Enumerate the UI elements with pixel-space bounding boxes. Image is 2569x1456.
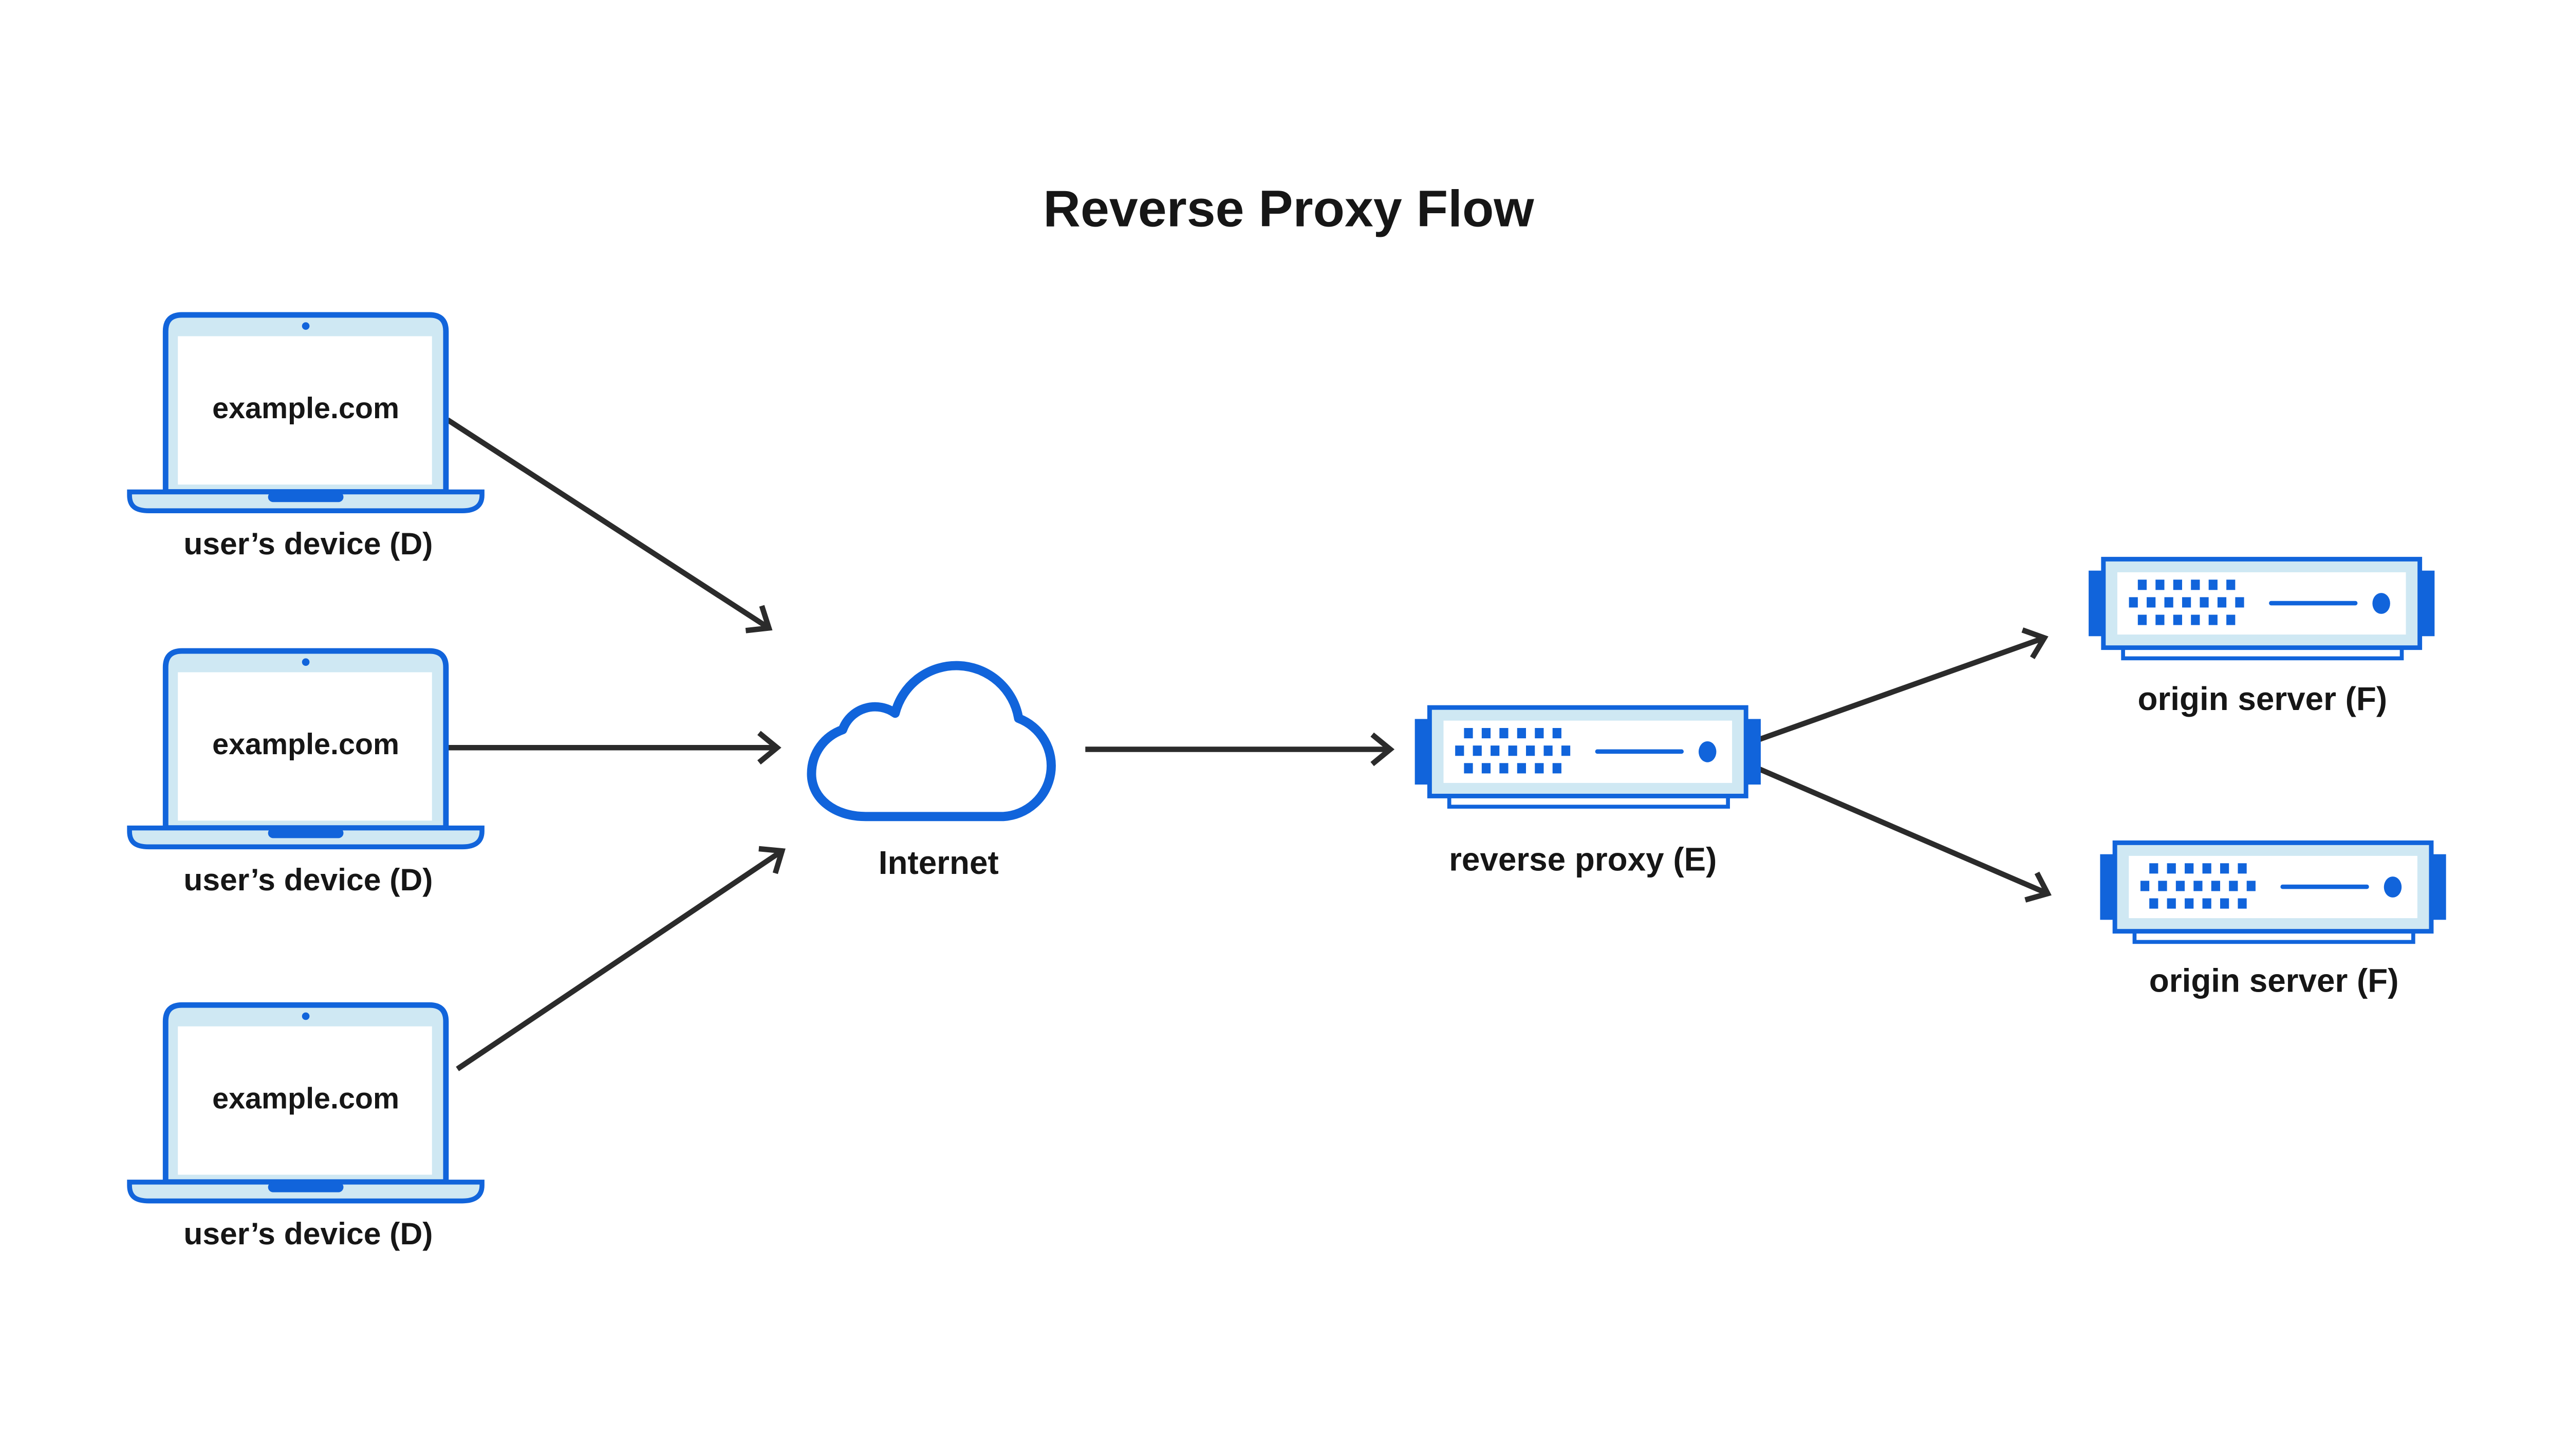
server-icon — [1414, 705, 1761, 809]
server-slot-line — [1595, 749, 1684, 754]
server-slot-line — [2280, 884, 2369, 889]
laptop-camera-dot — [302, 658, 310, 666]
origin-server-caption: origin server (F) — [2149, 962, 2399, 999]
arrow-device3-to-internet — [456, 846, 786, 1072]
laptop-icon — [127, 312, 485, 514]
device-screen-url: example.com — [212, 392, 399, 425]
internet-node: Internet — [807, 661, 1056, 881]
origin-server-2: origin server (F) — [2100, 840, 2446, 999]
arrow-device1-to-internet — [446, 417, 773, 633]
device-caption: user’s device (D) — [183, 862, 433, 897]
user-device-2: example.com user’s device (D) — [127, 648, 485, 897]
arrow-proxy-to-origin1 — [1758, 627, 2049, 742]
internet-caption: Internet — [879, 844, 999, 881]
device-screen-url: example.com — [212, 728, 399, 761]
origin-server-caption: origin server (F) — [2137, 680, 2387, 717]
reverse-proxy-caption: reverse proxy (E) — [1449, 841, 1717, 878]
laptop-camera-dot — [302, 1012, 310, 1020]
arrow-proxy-to-origin2 — [1758, 766, 2052, 903]
laptop-hinge-notch — [268, 828, 344, 838]
user-device-1: example.com user’s device (D) — [127, 312, 485, 561]
device-caption: user’s device (D) — [183, 1216, 433, 1251]
laptop-screen — [178, 336, 432, 485]
cloud-icon — [807, 661, 1056, 822]
server-power-light — [2372, 593, 2390, 614]
laptop-hinge-notch — [268, 1182, 344, 1192]
device-screen-url: example.com — [212, 1082, 399, 1115]
laptop-screen — [178, 1026, 432, 1175]
reverse-proxy-node: reverse proxy (E) — [1414, 705, 1761, 878]
server-icon — [2100, 840, 2446, 944]
server-vent-dots — [1455, 728, 1571, 774]
user-device-3: example.com user’s device (D) — [127, 1002, 485, 1251]
server-icon — [2089, 556, 2435, 661]
server-power-light — [2384, 876, 2402, 898]
server-slot-line — [2269, 601, 2358, 606]
device-caption: user’s device (D) — [183, 526, 433, 561]
origin-server-1: origin server (F) — [2089, 556, 2435, 717]
laptop-screen — [178, 672, 432, 821]
flow-arrows — [439, 417, 2052, 1072]
page-title: Reverse Proxy Flow — [1043, 180, 1534, 238]
laptop-icon — [127, 1002, 485, 1204]
server-vent-dots — [2129, 580, 2244, 625]
server-power-light — [1698, 741, 1717, 762]
laptop-icon — [127, 648, 485, 850]
server-vent-dots — [2140, 863, 2256, 909]
laptop-camera-dot — [302, 322, 310, 330]
laptop-hinge-notch — [268, 492, 344, 502]
